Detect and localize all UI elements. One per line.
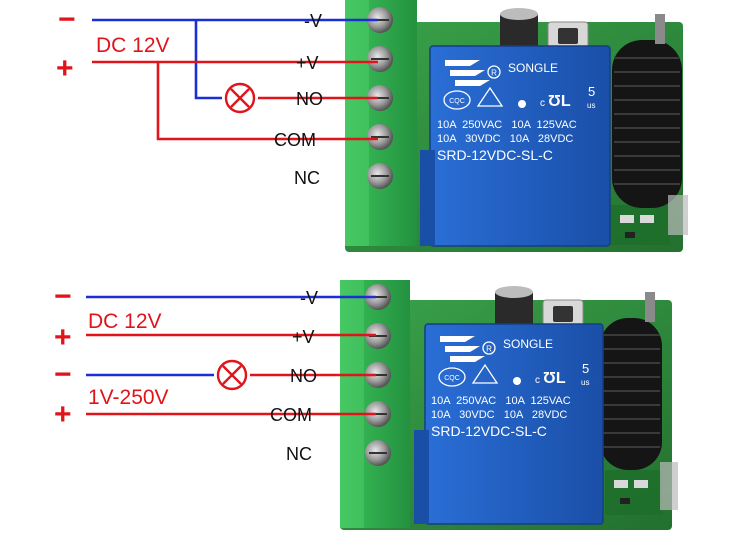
load-neg-sign: − [54,358,72,391]
supply-neg-sign: − [58,3,76,36]
songle-logo-icon: R [440,336,496,362]
cert-ul: ƱL [548,93,571,110]
svg-text:R: R [486,345,492,354]
terminal-label-no: NO [290,366,317,386]
terminal-label-com: COM [270,405,312,425]
terminal-block [345,0,417,246]
supply-pos-sign: + [56,52,74,85]
antenna-coil [612,14,688,235]
cert-c: c [540,98,545,109]
lamp-icon [224,82,256,114]
terminal-label-nc: NC [294,168,320,188]
cert-us: us [587,101,595,110]
relay: R SONGLE CQC c ƱL 5 us 10A 250VAC 10A 12… [414,323,604,525]
songle-logo-icon: R [445,60,501,86]
terminal-label-neg-v: -V [304,11,322,31]
cert-c: c [535,375,540,386]
cert-num: 5 [582,361,589,376]
load-label: 1V-250V [88,386,169,409]
antenna-coil [600,292,678,510]
relay-brand: SONGLE [508,61,558,75]
relay-rating-2: 10A 30VDC 10A 28VDC [437,133,573,145]
wires [86,295,376,416]
terminal-screw [367,7,393,189]
wire-neg-lamp [194,20,222,100]
relay-rating-2: 10A 30VDC 10A 28VDC [431,409,567,421]
diagram-top: R SONGLE CQC c ƱL 5 us 10A 250VAC 10A 12… [56,0,688,252]
terminal-label-neg-v: -V [300,288,318,308]
terminal-label-pos-v: +V [292,327,315,347]
cert-cqc: CQC [444,375,460,382]
capacitor [500,8,589,54]
supply-label: DC 12V [88,310,162,333]
cert-us: us [581,378,589,387]
wire-pos-com [156,62,378,141]
capacitor [495,286,584,332]
supply-pos-sign: + [54,321,72,354]
terminal-label-nc: NC [286,444,312,464]
load-pos-sign: + [54,398,72,431]
relay-brand: SONGLE [503,337,553,351]
cert-cqc: CQC [449,98,465,105]
supply-label: DC 12V [96,34,170,57]
terminal-label-no: NO [296,89,323,109]
wires [92,18,378,141]
lamp-icon [216,359,248,391]
relay-model: SRD-12VDC-SL-C [437,147,553,163]
svg-text:R: R [491,69,497,78]
cert-row: CQC c ƱL 5 us [438,361,589,387]
cert-num: 5 [588,84,595,99]
cert-ul: ƱL [543,370,566,387]
terminal-label-com: COM [274,130,316,150]
terminal-block [340,280,410,528]
relay: R SONGLE CQC c ƱL 5 us 10A 250VAC 10A 12… [420,45,611,247]
supply-neg-sign: − [54,280,72,313]
diagram-bottom: R SONGLE CQC c ƱL 5 us 10A 250VAC 10A 12… [54,280,678,530]
relay-rating-1: 10A 250VAC 10A 125VAC [431,395,571,407]
cert-row: CQC c ƱL 5 us [443,84,595,110]
terminal-label-pos-v: +V [296,53,319,73]
relay-model: SRD-12VDC-SL-C [431,423,547,439]
relay-rating-1: 10A 250VAC 10A 125VAC [437,119,577,131]
